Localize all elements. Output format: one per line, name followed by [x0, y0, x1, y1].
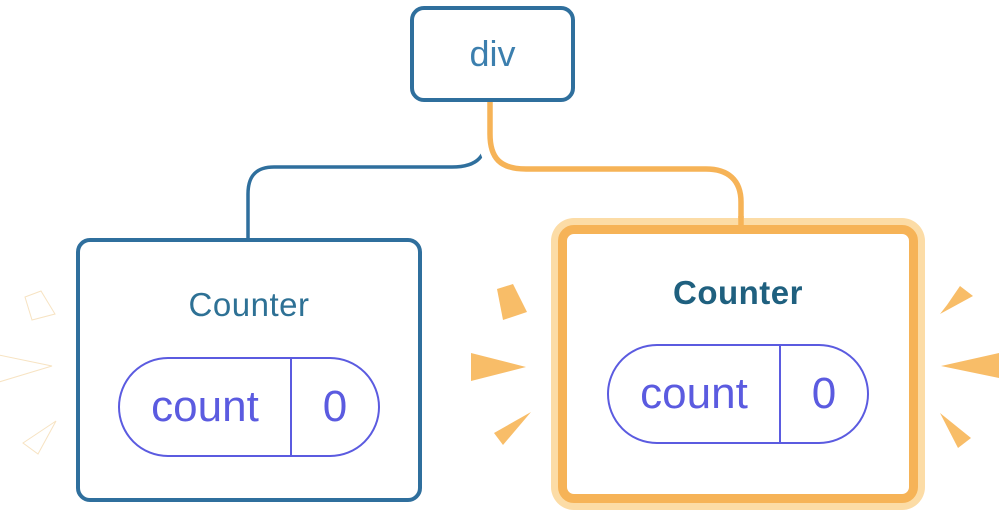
counter-title: Counter [188, 286, 310, 323]
state-value: 0 [779, 346, 867, 442]
counter-card-right-highlighted: Counter count 0 [558, 225, 918, 503]
state-key-label: count [151, 382, 259, 431]
root-div-node: div [410, 6, 575, 102]
root-div-label: div [469, 33, 516, 74]
counter-title: Counter [673, 274, 803, 311]
state-pill: count 0 [607, 344, 869, 444]
state-key-label: count [640, 369, 748, 418]
counter-card-left: Counter count 0 [76, 238, 422, 502]
burst-icon-right-counter-left [471, 284, 531, 445]
burst-icon-right-counter-right [940, 286, 999, 448]
edge-div-to-right-counter [487, 98, 744, 224]
edge-div-to-right-counter-casing [478, 98, 753, 224]
burst-icon-left-counter [0, 290, 57, 455]
state-pill: count 0 [118, 357, 380, 457]
edge-div-to-left-counter [246, 100, 489, 240]
state-value: 0 [290, 359, 378, 455]
